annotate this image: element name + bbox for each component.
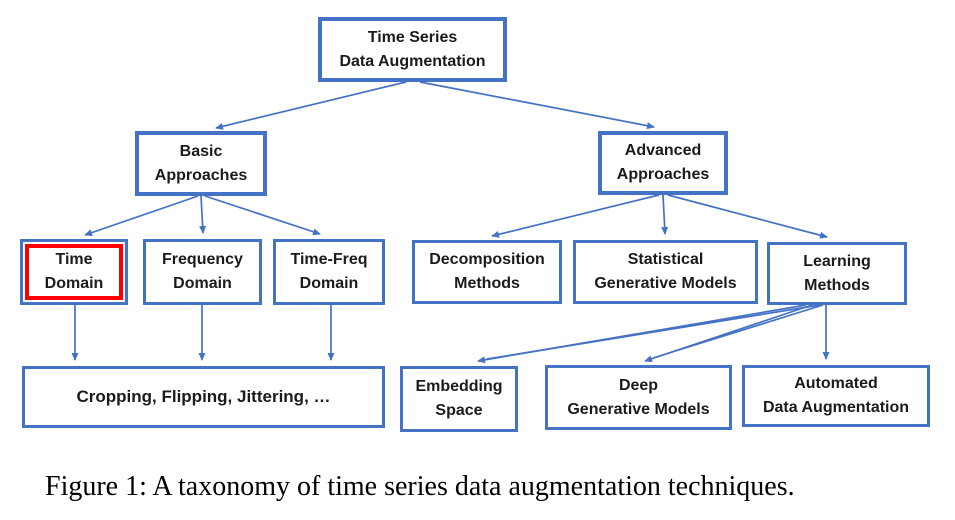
node-time-series-data-augmentation: Time Series Data Augmentation <box>318 17 507 82</box>
node-embedding-space: Embedding Space <box>400 366 518 432</box>
node-time-domain: Time Domain <box>20 239 128 305</box>
node-cropping-flipping-jittering: Cropping, Flipping, Jittering, … <box>22 366 385 428</box>
node-time-freq-domain: Time-Freq Domain <box>273 239 385 305</box>
node-deep-generative-models: Deep Generative Models <box>545 365 732 430</box>
figure-caption: Figure 1: A taxonomy of time series data… <box>45 471 795 502</box>
node-basic-approaches: Basic Approaches <box>135 131 267 196</box>
node-statistical-generative-models: Statistical Generative Models <box>573 240 758 304</box>
node-advanced-approaches: Advanced Approaches <box>598 131 728 195</box>
node-decomposition-methods: Decomposition Methods <box>412 240 562 304</box>
node-time-domain-label: Time Domain <box>44 251 104 292</box>
node-automated-data-augmentation: Automated Data Augmentation <box>742 365 930 427</box>
node-learning-methods: Learning Methods <box>767 242 907 305</box>
node-frequency-domain: Frequency Domain <box>143 239 262 305</box>
